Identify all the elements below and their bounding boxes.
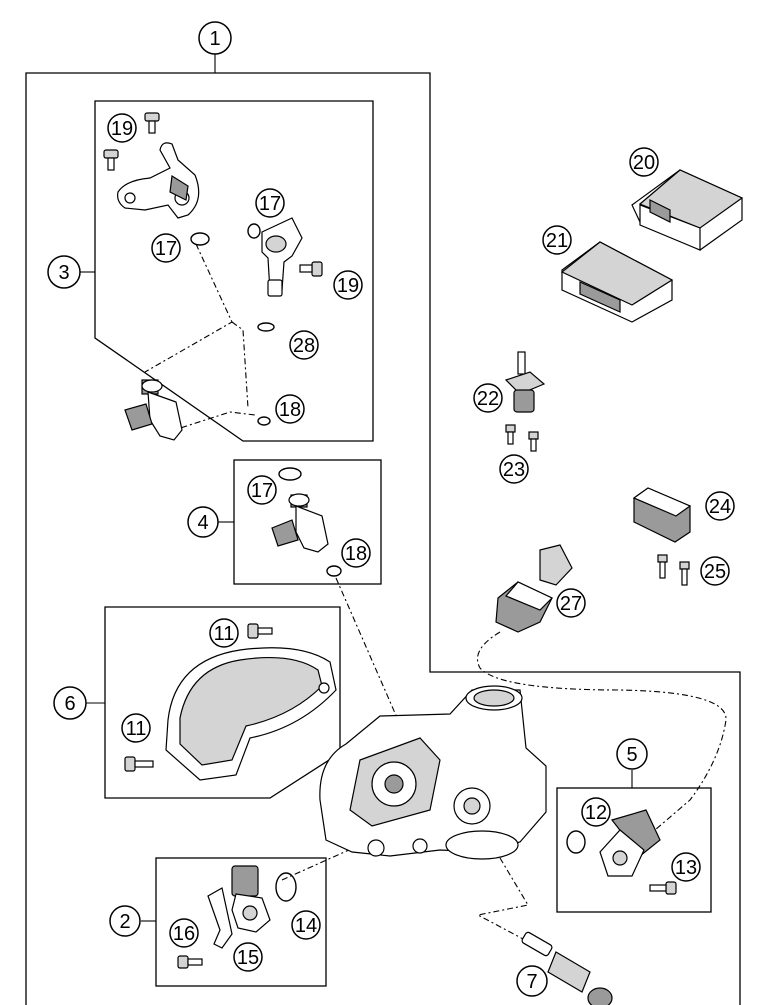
- o-ring-12: [566, 830, 586, 854]
- assembly-line-sensor-cable: [476, 631, 727, 831]
- svg-text:5: 5: [626, 744, 637, 766]
- sensor-27: [495, 544, 573, 633]
- callout-17-left: 17: [151, 233, 181, 263]
- fuel-injector-box3: [124, 379, 183, 441]
- clip-15: [207, 887, 233, 949]
- svg-text:17: 17: [259, 193, 281, 215]
- svg-text:15: 15: [237, 947, 259, 969]
- ecu-20: [631, 169, 744, 251]
- svg-text:23: 23: [503, 459, 525, 481]
- callout-12: 12: [581, 797, 611, 827]
- svg-text:19: 19: [337, 275, 359, 297]
- o-ring-17-right: [247, 223, 261, 239]
- assembly-line-position-sensor: [281, 844, 361, 881]
- callout-19-top: 19: [107, 113, 137, 143]
- screw-19-right: [299, 261, 323, 277]
- svg-text:4: 4: [197, 512, 208, 534]
- o-ring-17-left: [190, 232, 210, 246]
- callout-18-top: 18: [275, 394, 305, 424]
- injector-holder-bracket: [117, 142, 200, 219]
- svg-text:12: 12: [585, 802, 607, 824]
- callout-11-left: 11: [121, 713, 151, 743]
- svg-text:24: 24: [709, 496, 731, 518]
- svg-text:3: 3: [58, 262, 69, 284]
- callout-19-right: 19: [333, 270, 363, 300]
- assembly-line-injector: [144, 243, 256, 433]
- callout-15: 15: [233, 942, 263, 972]
- screw-19-left: [103, 149, 119, 171]
- fuel-rail-connector: [261, 217, 303, 297]
- svg-text:27: 27: [560, 593, 582, 615]
- callout-18-box4: 18: [341, 538, 371, 568]
- callout-16: 16: [169, 918, 199, 948]
- screws-11: [124, 623, 273, 772]
- svg-text:18: 18: [345, 543, 367, 565]
- svg-text:14: 14: [295, 915, 317, 937]
- o-ring-14: [275, 872, 297, 902]
- idle-valve-7: [521, 931, 613, 1005]
- svg-text:16: 16: [173, 923, 195, 945]
- callout-5: 5: [616, 738, 648, 770]
- screws-25: [657, 554, 690, 586]
- position-sensor-2: [231, 865, 271, 933]
- screws-23: [505, 424, 539, 452]
- callout-27: 27: [556, 588, 586, 618]
- control-module-21: [560, 241, 674, 323]
- sensor-22: [504, 351, 546, 413]
- assembly-frame-1: [25, 72, 741, 1005]
- screw-19-top: [144, 112, 160, 134]
- assembly-line-idle-valve: [476, 857, 529, 941]
- callout-11-top: 11: [209, 618, 239, 648]
- o-ring-28: [257, 322, 275, 332]
- callout-21: 21: [542, 225, 572, 255]
- svg-text:7: 7: [526, 971, 537, 993]
- callout-1: 1: [198, 21, 232, 55]
- o-ring-17-box4: [278, 467, 302, 481]
- callout-13: 13: [671, 852, 701, 882]
- callout-25: 25: [700, 556, 730, 586]
- box-6: [104, 606, 341, 799]
- svg-text:2: 2: [119, 911, 130, 933]
- svg-text:17: 17: [251, 480, 273, 502]
- svg-text:11: 11: [214, 623, 235, 645]
- callout-23: 23: [499, 454, 529, 484]
- svg-text:19: 19: [111, 118, 133, 140]
- svg-text:20: 20: [633, 152, 655, 174]
- callout-14: 14: [291, 910, 321, 940]
- box-3: [94, 100, 374, 442]
- box-2: [155, 857, 327, 987]
- o-ring-18-top: [257, 416, 271, 426]
- throttle-body: [319, 685, 547, 860]
- callout-24: 24: [705, 491, 735, 521]
- callout-28: 28: [289, 330, 319, 360]
- svg-text:6: 6: [64, 693, 75, 715]
- svg-text:1: 1: [209, 28, 220, 50]
- callout-2: 2: [109, 905, 141, 937]
- callout-17-box4: 17: [247, 475, 277, 505]
- screw-13: [649, 881, 677, 895]
- callout-7: 7: [516, 965, 548, 997]
- svg-text:11: 11: [126, 718, 147, 740]
- sensor-24: [632, 487, 692, 543]
- o-ring-18-box4: [326, 565, 342, 577]
- callout-6: 6: [53, 686, 87, 720]
- svg-text:22: 22: [477, 388, 499, 410]
- svg-text:21: 21: [546, 230, 568, 252]
- svg-text:13: 13: [675, 857, 697, 879]
- callout-4: 4: [187, 506, 219, 538]
- svg-text:28: 28: [293, 335, 315, 357]
- svg-text:17: 17: [155, 238, 177, 260]
- callout-17-right: 17: [255, 188, 285, 218]
- fuel-injector-box4: [271, 493, 329, 553]
- callout-20: 20: [629, 147, 659, 177]
- throttle-position-sensor-5: [599, 809, 661, 877]
- throttle-cover-6: [165, 647, 337, 781]
- screw-16: [177, 955, 203, 969]
- callout-22: 22: [473, 383, 503, 413]
- callout-3: 3: [47, 255, 81, 289]
- svg-text:18: 18: [279, 399, 301, 421]
- svg-text:25: 25: [704, 561, 726, 583]
- box-5: [556, 787, 712, 913]
